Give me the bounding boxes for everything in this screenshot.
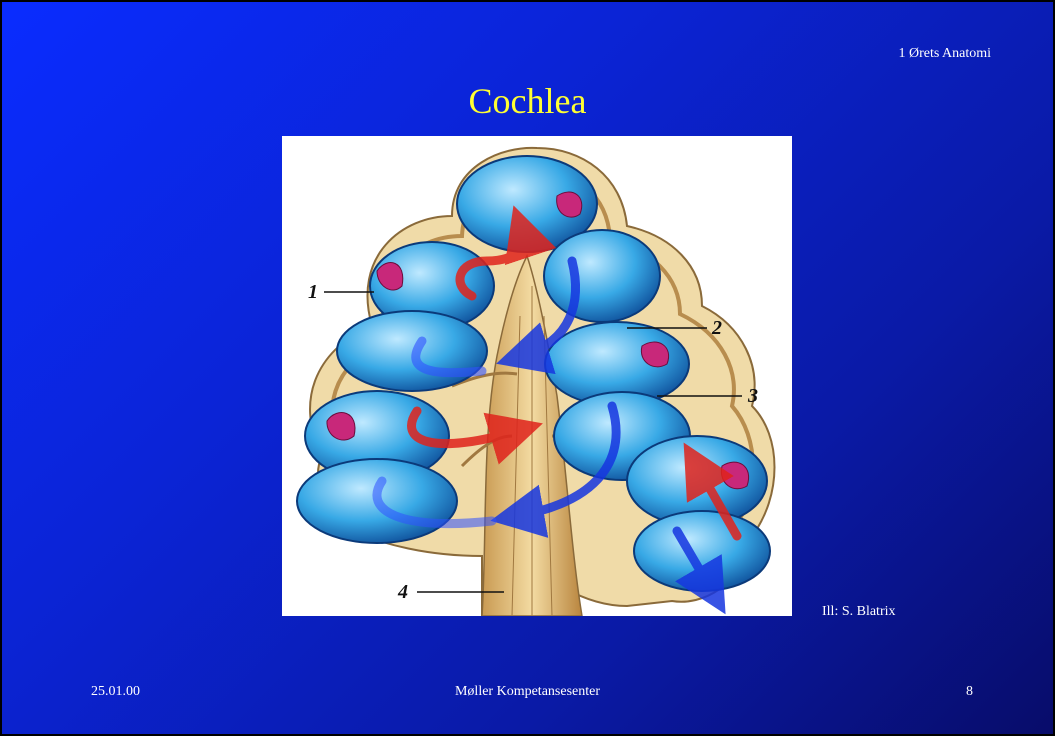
cochlea-illustration: 1 2 3 4 (282, 136, 792, 616)
callout-3: 3 (747, 385, 758, 407)
section-label: 1 Ørets Anatomi (898, 46, 991, 62)
footer-organization: Møller Kompetansesenter (2, 684, 1053, 700)
page-number: 8 (966, 684, 973, 700)
callout-1: 1 (308, 281, 318, 303)
callout-2: 2 (711, 317, 722, 339)
slide-title: Cochlea (2, 80, 1053, 122)
callout-4: 4 (397, 581, 408, 603)
cochlea-drawing: 1 2 3 4 (282, 136, 792, 616)
illustration-credit: Ill: S. Blatrix (822, 604, 896, 620)
